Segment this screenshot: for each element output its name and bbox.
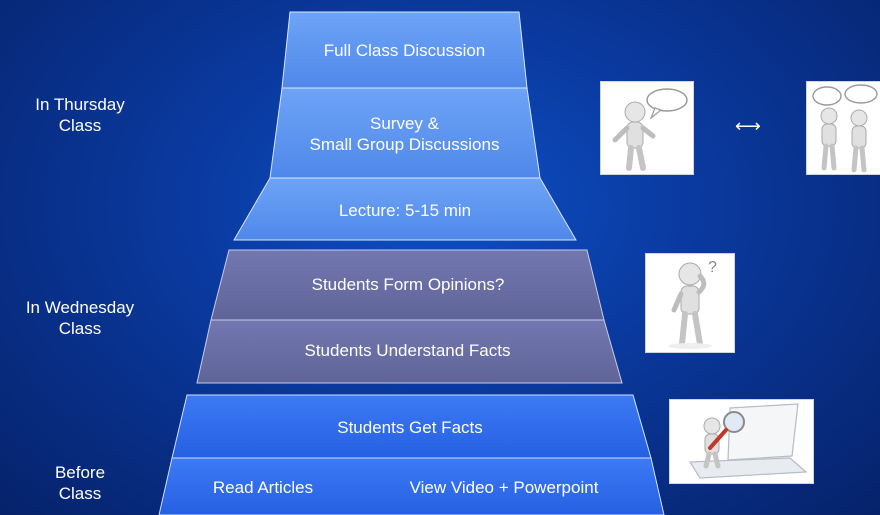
- label-wednesday: In Wednesday Class: [25, 298, 135, 338]
- lecture-text: Lecture: 5-15 min: [338, 201, 472, 220]
- get-facts-text: Students Get Facts: [337, 418, 483, 437]
- survey-line1-text: Survey &: [370, 114, 439, 133]
- tier-understand: [196, 319, 623, 384]
- tier-read-view: [158, 457, 665, 515]
- label-thursday: In Thursday Class: [35, 95, 125, 135]
- read-articles-text: Read Articles: [212, 478, 314, 497]
- understand-text: Students Understand Facts: [304, 341, 511, 360]
- tier-lecture: [233, 177, 577, 241]
- double-arrow-icon: ⟷: [735, 116, 761, 136]
- svg-text:?: ?: [708, 259, 717, 276]
- opinions-text: Students Form Opinions?: [311, 275, 505, 294]
- two-figures-talking-icon: [806, 81, 880, 175]
- survey-line2-text: Small Group Discussions: [309, 135, 500, 154]
- speech-bubble-figure-icon: [600, 81, 694, 175]
- full-class-text: Full Class Discussion: [323, 41, 486, 60]
- thinking-figure-icon: ?: [645, 253, 735, 353]
- view-video-text: View Video + Powerpoint: [409, 478, 599, 497]
- magnifier-laptop-icon: [669, 399, 814, 484]
- label-before: Before Class: [54, 463, 106, 503]
